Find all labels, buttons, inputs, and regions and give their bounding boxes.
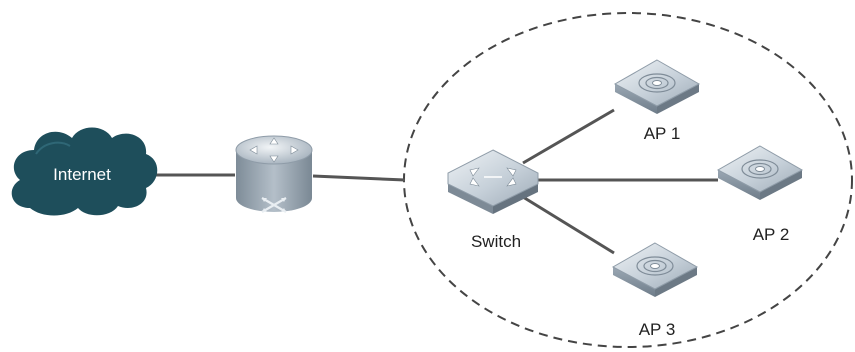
- router-icon: [235, 135, 313, 213]
- ap2-icon: [716, 145, 804, 200]
- internet-cloud-icon: [11, 127, 158, 216]
- link-switch-ap3: [522, 195, 615, 255]
- ap1-icon: [613, 59, 701, 114]
- link-switch-ap1: [522, 108, 615, 165]
- switch-icon: [447, 149, 539, 214]
- ap3-icon: [611, 242, 699, 297]
- switch-label: Switch: [471, 232, 521, 251]
- link-router-switch: [312, 174, 406, 182]
- ap2-label: AP 2: [753, 225, 790, 244]
- ap1-label: AP 1: [644, 124, 681, 143]
- ap3-label: AP 3: [639, 320, 676, 339]
- internet-label: Internet: [53, 165, 111, 184]
